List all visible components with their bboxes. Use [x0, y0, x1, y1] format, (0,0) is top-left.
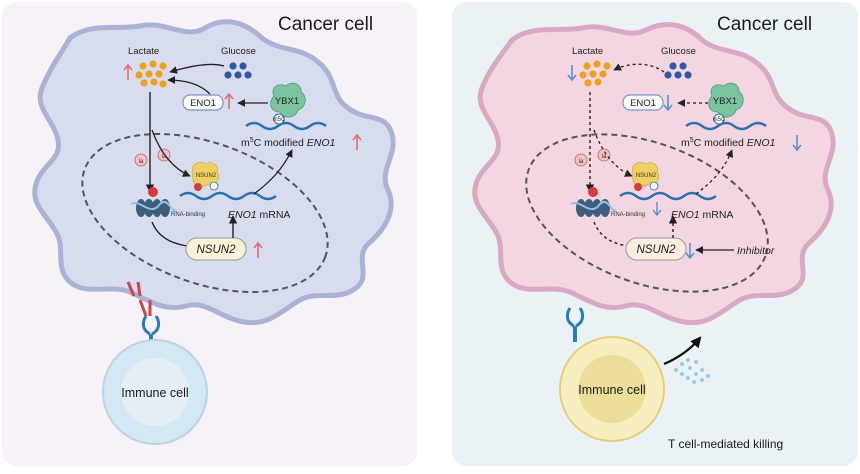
left-nsun2-up-arrow — [253, 241, 263, 258]
right-nucleus — [525, 133, 769, 293]
left-title: Cancer cell — [278, 14, 373, 35]
right-eno1-mrna-label: ENO1 mRNA — [671, 209, 733, 221]
right-lactate-dots — [579, 60, 611, 87]
left-nsun2-pill — [185, 237, 247, 261]
right-lactate-to-nsun2-arrow — [593, 129, 633, 177]
right-modified-mrna-strand — [685, 121, 767, 131]
right-title: Cancer cell — [717, 14, 812, 35]
right-histone-dna — [570, 187, 617, 217]
left-m5c-up-arrow — [352, 133, 362, 150]
right-la-tag-2-label: la — [602, 154, 607, 160]
right-tcr-receptor — [565, 307, 585, 342]
right-eno1-down-indicator — [663, 95, 673, 112]
right-lactate-label: Lactate — [572, 46, 603, 57]
right-m5c-down-indicator — [792, 135, 802, 152]
left-nsun2-la-mark — [194, 183, 202, 191]
right-nsun2-protein-label: NSUN2 — [636, 173, 657, 179]
right-inhibitor-label: Inhibitor — [737, 245, 775, 257]
left-immune-cell-nucleus — [121, 358, 189, 426]
right-cytotoxic-granules — [674, 358, 710, 384]
right-glucose-dots — [664, 62, 692, 79]
right-ybx1-protein — [708, 82, 744, 118]
left-nsun2-protein-label: NSUN2 — [196, 173, 217, 179]
left-lactate-label: Lactate — [128, 46, 159, 57]
left-nsun2-m5c-mark — [209, 181, 219, 191]
left-m5c-mark — [273, 113, 285, 125]
left-la-tag-2-label: la — [162, 154, 167, 160]
left-eno1-mrna-label: ENO1 mRNA — [228, 209, 290, 221]
left-la-tag-1 — [134, 153, 148, 167]
left-lactate-up-arrow — [123, 63, 133, 80]
right-glucose-to-lactate-arrow — [613, 63, 665, 73]
right-immune-cell-nucleus — [578, 355, 646, 423]
right-nsun2-down-indicator — [685, 243, 695, 260]
left-ybx1-protein — [270, 82, 306, 118]
left-glucose-dots — [224, 62, 252, 79]
right-nsun2-pill — [625, 237, 687, 261]
left-nsun2-label: NSUN2 — [197, 244, 237, 256]
right-rna-binding-down-indicator — [652, 202, 662, 217]
right-eno1-protein-label: ENO1 — [630, 98, 656, 109]
right-ybx1-label: YBX1 — [713, 96, 737, 107]
right-lactate-down-indicator — [567, 65, 577, 82]
left-ybx1-label: YBX1 — [275, 96, 299, 107]
left-receptor-ligand — [126, 281, 152, 317]
right-nsun2-la-mark — [634, 183, 642, 191]
right-glucose-label: Glucose — [661, 46, 696, 57]
left-m5c-modified-label: m5C modified ENO1 — [241, 137, 335, 149]
left-immune-cell-label: Immune cell — [121, 386, 188, 400]
left-glucose-to-lactate-arrow — [169, 63, 225, 74]
right-la-tag-2 — [597, 148, 611, 162]
left-eno1-protein-label: ENO1 — [190, 98, 216, 109]
right-panel: Cancer cell Lactate Glucose ENO1 YBX1 m5… — [452, 2, 858, 466]
right-la-tag-1-label: la — [579, 159, 584, 165]
left-nucleus — [81, 132, 329, 294]
right-m5c-modified-label: m5C modified ENO1 — [681, 137, 775, 149]
left-panel: Cancer cell Lactate Glucose ENO1 YBX1 m5… — [2, 2, 417, 466]
left-glucose-label: Glucose — [221, 46, 256, 57]
right-eno1-mrna-strand — [619, 191, 717, 201]
left-eno1-protein-box — [182, 94, 224, 111]
left-modified-mrna-strand — [245, 121, 327, 131]
right-m5c-mark-label: m5C — [713, 117, 726, 123]
left-la-tag-1-label: la — [139, 159, 144, 165]
left-eno1-mrna-strand — [179, 191, 277, 201]
right-la-tag-1 — [574, 153, 588, 167]
right-killing-label: T cell-mediated killing — [668, 437, 783, 451]
left-rna-binding-label: RNA-binding — [171, 212, 205, 218]
right-immune-cell-label: Immune cell — [578, 383, 645, 397]
right-m5c-mark — [713, 113, 725, 125]
left-lactate-to-nsun2-arrow — [151, 129, 191, 177]
right-nsun2-label: NSUN2 — [637, 244, 677, 256]
left-m5c-mark-label: m5C — [273, 117, 286, 123]
right-nsun2-m5c-mark — [649, 181, 659, 191]
left-histone-dna — [130, 187, 177, 217]
left-lactate-dots — [135, 60, 167, 88]
right-killing-arrow — [663, 336, 702, 366]
right-rna-binding-label: RNA-binding — [611, 212, 645, 218]
left-mrna-to-modified-arrow — [253, 149, 293, 195]
left-eno1-up-arrow — [224, 92, 234, 109]
left-eno1-to-lactate-arrow — [167, 76, 211, 95]
right-eno1-protein-box — [622, 94, 664, 111]
